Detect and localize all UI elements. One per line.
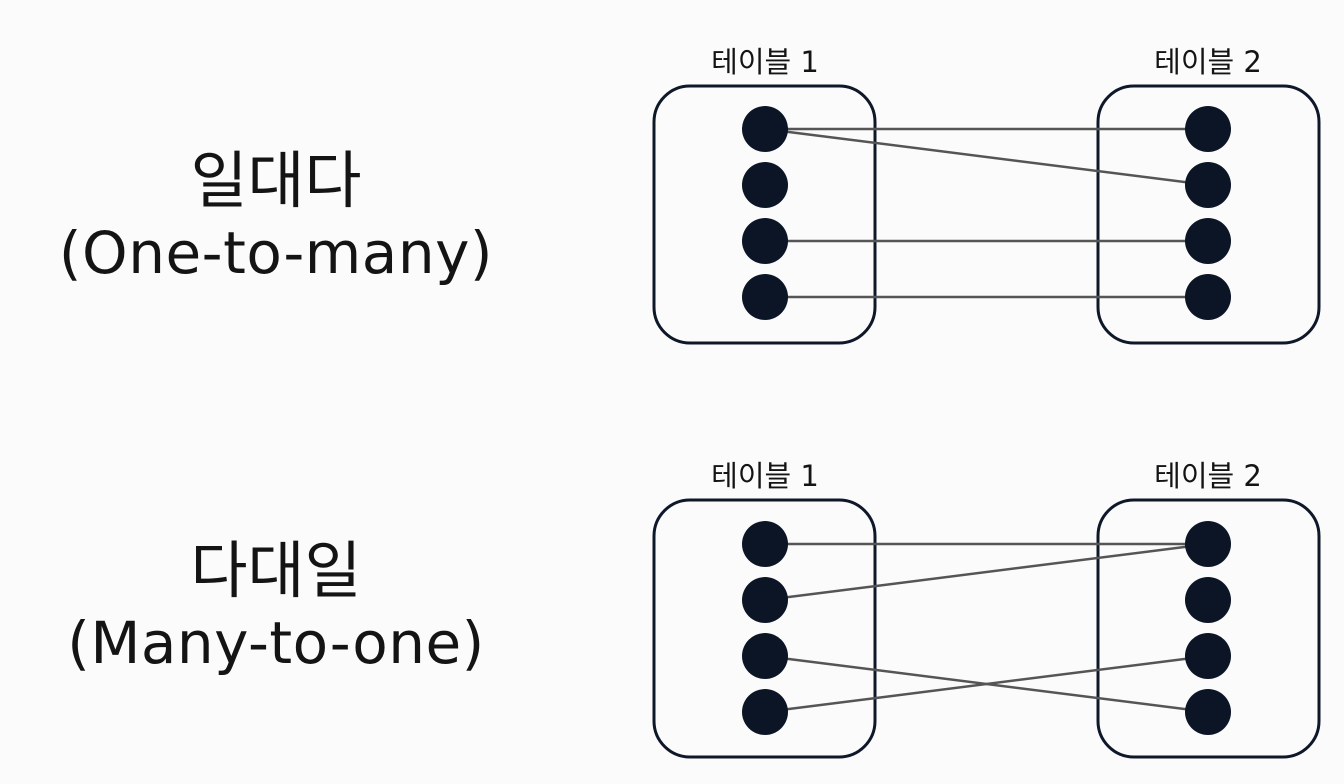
many-to-one-table1-node-3 <box>742 633 788 679</box>
one-to-many-nodes <box>742 106 1231 320</box>
many-to-one-links <box>764 542 1209 714</box>
many-to-one-table2-node-3 <box>1185 633 1231 679</box>
one-to-many-table2-node-2 <box>1185 162 1231 208</box>
one-to-many-table2-title: 테이블 2 <box>1154 45 1262 79</box>
many-to-one-table1-node-2 <box>742 577 788 623</box>
many-to-one-link-4 <box>764 654 1209 714</box>
many-to-one-table2-node-2 <box>1185 577 1231 623</box>
many-to-one-korean-label: 다대일 <box>190 534 362 607</box>
many-to-one-english-label: (Many-to-one) <box>67 609 485 677</box>
many-to-one-table2-box <box>1096 498 1321 759</box>
one-to-many-table2-node-3 <box>1185 218 1231 264</box>
one-to-many-table2-node-4 <box>1185 274 1231 320</box>
one-to-many-table2-node-1 <box>1185 106 1231 152</box>
one-to-many-link-2 <box>764 127 1209 187</box>
one-to-many-table1-box <box>652 84 877 345</box>
one-to-many-label: 일대다 (One-to-many) <box>0 144 552 287</box>
one-to-many-table2-box <box>1096 84 1321 345</box>
one-to-many-english-label: (One-to-many) <box>58 219 494 287</box>
many-to-one-table1-box <box>652 498 877 759</box>
one-to-many-links <box>764 127 1209 299</box>
many-to-one-diagram: 테이블 1 테이블 2 <box>652 459 1321 759</box>
one-to-many-table1-title: 테이블 1 <box>711 45 819 79</box>
one-to-many-table1-node-1 <box>742 106 788 152</box>
one-to-many-table1-node-3 <box>742 218 788 264</box>
many-to-one-table2-title: 테이블 2 <box>1154 459 1262 493</box>
one-to-many-table1-node-4 <box>742 274 788 320</box>
one-to-many-korean-label: 일대다 <box>190 144 362 217</box>
one-to-many-diagram: 테이블 1 테이블 2 <box>652 45 1321 345</box>
many-to-one-table2-node-4 <box>1185 689 1231 735</box>
many-to-one-nodes <box>742 521 1231 735</box>
many-to-one-table1-node-1 <box>742 521 788 567</box>
many-to-one-link-2 <box>764 542 1209 602</box>
many-to-one-table2-node-1 <box>1185 521 1231 567</box>
many-to-one-table1-title: 테이블 1 <box>711 459 819 493</box>
one-to-many-table1-node-2 <box>742 162 788 208</box>
many-to-one-label: 다대일 (Many-to-one) <box>0 534 552 677</box>
many-to-one-table1-node-4 <box>742 689 788 735</box>
